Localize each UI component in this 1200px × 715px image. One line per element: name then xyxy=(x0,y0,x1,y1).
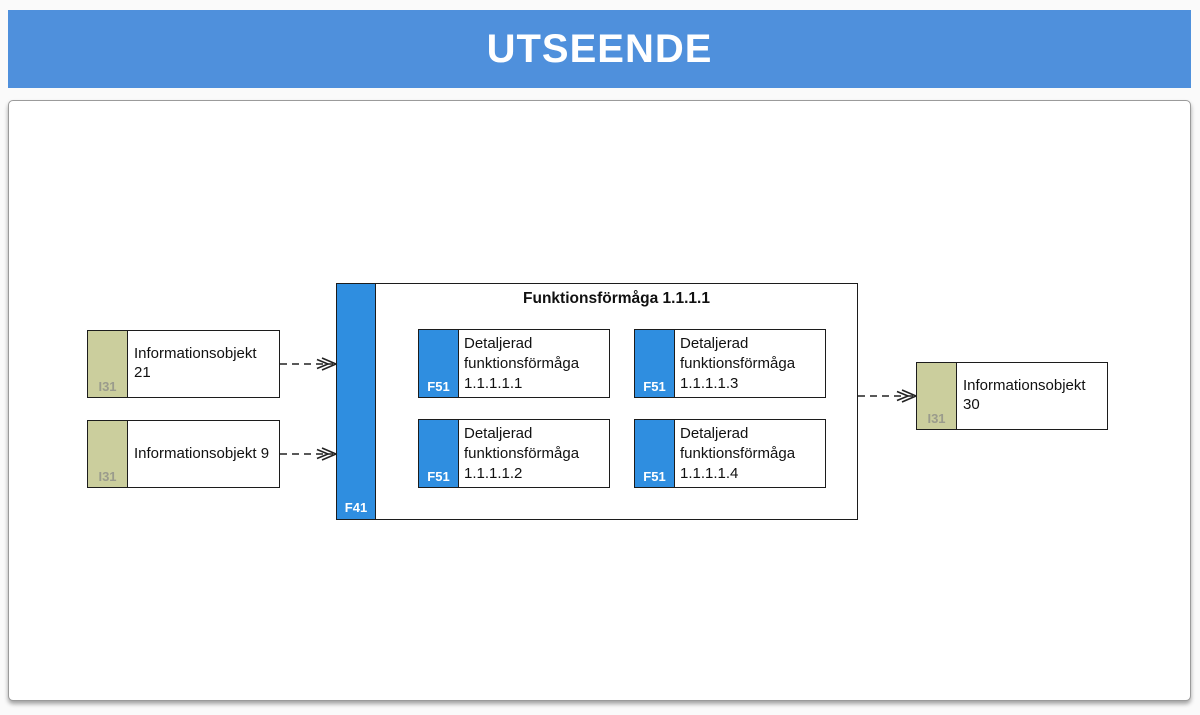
node-informationsobjekt-9: I31 Informationsobjekt 9 xyxy=(87,420,280,488)
container-type-tag: F41 xyxy=(344,500,368,515)
node-type-tag: I31 xyxy=(98,379,117,394)
node-type-tag: I31 xyxy=(98,469,117,484)
node-informationsobjekt-30: I31 Informationsobjekt 30 xyxy=(916,362,1108,430)
node-label: Detaljerad funktionsförmåga 1.1.1.1.1 xyxy=(464,335,580,392)
node-type-tab: F51 xyxy=(419,330,459,397)
node-type-tag: F51 xyxy=(427,469,450,484)
node-type-tab: F51 xyxy=(419,420,459,487)
node-type-tag: F51 xyxy=(427,379,450,394)
node-type-tab: I31 xyxy=(917,363,957,429)
page-title: UTSEENDE xyxy=(486,26,713,71)
arrow-head xyxy=(896,390,911,402)
title-banner: UTSEENDE xyxy=(8,10,1191,88)
node-label: Detaljerad funktionsförmåga 1.1.1.1.4 xyxy=(680,425,796,482)
node-type-tab: I31 xyxy=(88,421,128,487)
node-label: Detaljerad funktionsförmåga 1.1.1.1.2 xyxy=(464,425,580,482)
container-type-tab: F41 xyxy=(337,284,376,519)
node-type-tab: F51 xyxy=(635,420,675,487)
node-label: Informationsobjekt 21 xyxy=(134,345,257,381)
node-detaljerad-funktionsformaga-1: F51 Detaljerad funktionsförmåga 1.1.1.1.… xyxy=(418,329,610,398)
node-label: Detaljerad funktionsförmåga 1.1.1.1.3 xyxy=(680,335,796,392)
node-detaljerad-funktionsformaga-4: F51 Detaljerad funktionsförmåga 1.1.1.1.… xyxy=(634,419,826,488)
arrow-head xyxy=(316,358,331,370)
node-type-tag: I31 xyxy=(927,411,946,426)
node-informationsobjekt-21: I31 Informationsobjekt 21 xyxy=(87,330,280,398)
node-type-tag: F51 xyxy=(643,469,666,484)
node-funktionsformaga-container: F41 Funktionsförmåga 1.1.1.1 F51 Detalje… xyxy=(336,283,858,520)
diagram-canvas: I31 Informationsobjekt 21 I31 Informatio… xyxy=(8,100,1191,701)
node-type-tab: I31 xyxy=(88,331,128,397)
node-detaljerad-funktionsformaga-3: F51 Detaljerad funktionsförmåga 1.1.1.1.… xyxy=(634,329,826,398)
node-detaljerad-funktionsformaga-2: F51 Detaljerad funktionsförmåga 1.1.1.1.… xyxy=(418,419,610,488)
node-label: Informationsobjekt 30 xyxy=(963,377,1086,413)
node-label: Informationsobjekt 9 xyxy=(134,444,270,462)
node-type-tab: F51 xyxy=(635,330,675,397)
node-type-tag: F51 xyxy=(643,379,666,394)
container-title: Funktionsförmåga 1.1.1.1 xyxy=(523,290,710,307)
arrow-head xyxy=(316,448,331,460)
